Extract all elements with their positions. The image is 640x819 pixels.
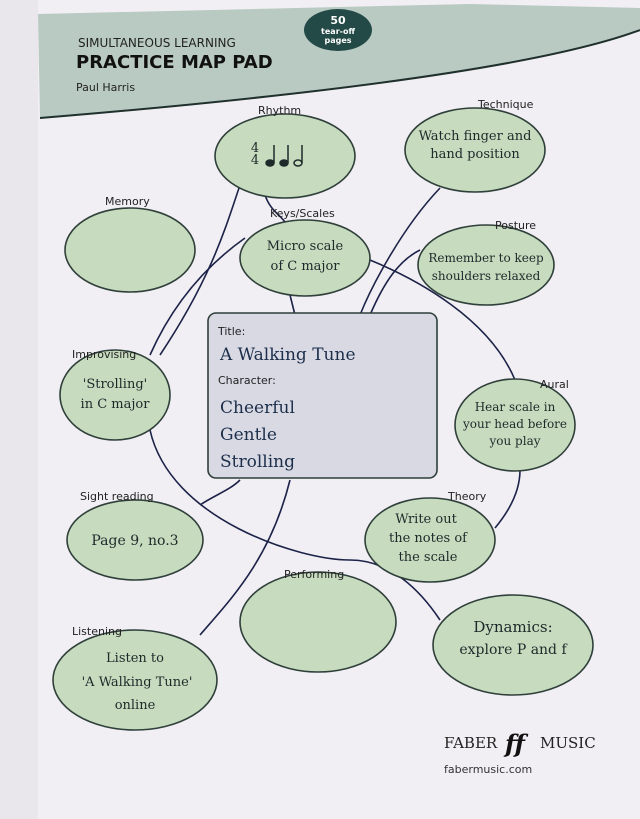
- svg-text:Technique: Technique: [477, 98, 534, 111]
- svg-text:Gentle: Gentle: [220, 425, 277, 445]
- svg-text:shoulders relaxed: shoulders relaxed: [432, 269, 541, 283]
- svg-text:you play: you play: [489, 434, 541, 448]
- bubble-technique: Technique Watch finger and hand position: [404, 98, 546, 193]
- notes-icon: [265, 145, 303, 167]
- header-curve: [39, 29, 640, 119]
- svg-text:ff: ff: [503, 729, 529, 758]
- bubble-listening: Listening Listen to 'A Walking Tune' onl…: [52, 625, 218, 731]
- svg-text:MUSIC: MUSIC: [540, 734, 596, 752]
- tune-title: A Walking Tune: [219, 345, 356, 365]
- svg-text:50: 50: [330, 14, 346, 27]
- pad-title: PRACTICE MAP PAD: [76, 52, 273, 73]
- svg-text:Listening: Listening: [72, 625, 122, 638]
- svg-text:Memory: Memory: [105, 195, 150, 208]
- svg-text:Performing: Performing: [284, 568, 344, 581]
- svg-text:Improvising: Improvising: [72, 348, 136, 361]
- website-url: fabermusic.com: [444, 763, 532, 776]
- svg-text:'Strolling': 'Strolling': [83, 377, 148, 392]
- svg-text:Rhythm: Rhythm: [258, 104, 301, 117]
- svg-text:of C major: of C major: [271, 259, 341, 274]
- svg-text:FABER: FABER: [444, 734, 498, 752]
- svg-text:Page 9, no.3: Page 9, no.3: [91, 533, 178, 549]
- bubble-improvising: Improvising 'Strolling' in C major: [59, 348, 171, 441]
- pages-badge: 50 tear-off pages: [304, 9, 372, 51]
- svg-text:Hear scale in: Hear scale in: [475, 400, 556, 414]
- bubble-posture: Posture Remember to keep shoulders relax…: [417, 219, 555, 306]
- svg-text:'A Walking Tune': 'A Walking Tune': [82, 675, 193, 690]
- svg-text:your head before: your head before: [462, 417, 567, 431]
- bubble-performing: Performing: [239, 568, 397, 673]
- svg-text:Sight reading: Sight reading: [80, 490, 154, 503]
- svg-text:Micro scale: Micro scale: [267, 239, 344, 254]
- svg-text:Keys/Scales: Keys/Scales: [270, 207, 335, 220]
- bubble-keys-scales: Keys/Scales Micro scale of C major: [239, 207, 371, 297]
- svg-text:Remember to keep: Remember to keep: [428, 251, 544, 265]
- header-band: [38, 4, 640, 118]
- svg-text:pages: pages: [324, 36, 351, 45]
- faber-music-logo: FABER ff MUSIC: [444, 729, 596, 758]
- title-label: Title:: [217, 325, 245, 338]
- svg-text:4: 4: [251, 153, 259, 168]
- bubble-sight-reading: Sight reading Page 9, no.3: [66, 490, 204, 581]
- svg-text:hand position: hand position: [430, 147, 520, 162]
- svg-text:Write out: Write out: [395, 512, 457, 527]
- svg-text:4: 4: [251, 141, 259, 156]
- author: Paul Harris: [76, 81, 135, 94]
- svg-text:Posture: Posture: [495, 219, 536, 232]
- bubble-rhythm: Rhythm 4 4: [214, 104, 356, 199]
- svg-text:explore P and f: explore P and f: [459, 642, 568, 658]
- svg-text:Dynamics:: Dynamics:: [473, 618, 552, 636]
- svg-text:Theory: Theory: [447, 490, 487, 503]
- center-title-box: Title: A Walking Tune Character: Cheerfu…: [207, 312, 438, 479]
- svg-text:Cheerful: Cheerful: [220, 398, 295, 418]
- bubble-dynamics: Dynamics: explore P and f: [432, 594, 594, 696]
- svg-text:the scale: the scale: [399, 550, 458, 565]
- svg-text:Listen to: Listen to: [106, 651, 164, 666]
- svg-text:Watch finger and: Watch finger and: [419, 129, 532, 144]
- connection-lines: [149, 184, 521, 636]
- svg-text:in C major: in C major: [81, 397, 151, 412]
- svg-text:Aural: Aural: [540, 378, 569, 391]
- svg-text:tear-off: tear-off: [321, 27, 355, 36]
- character-label: Character:: [218, 374, 276, 387]
- svg-text:Strolling: Strolling: [220, 452, 295, 472]
- bubble-aural: Aural Hear scale in your head before you…: [454, 378, 576, 472]
- svg-text:online: online: [115, 698, 156, 713]
- bubble-theory: Theory Write out the notes of the scale: [364, 490, 496, 583]
- series-name: SIMULTANEOUS LEARNING: [78, 36, 236, 50]
- bubble-memory: Memory: [64, 195, 196, 293]
- svg-text:the notes of: the notes of: [389, 531, 468, 546]
